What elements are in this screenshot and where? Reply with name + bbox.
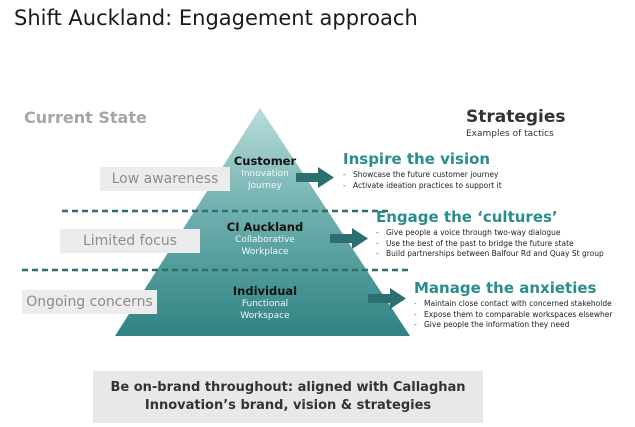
state-box-limited-focus: Limited focus	[60, 229, 200, 253]
arrow-icon	[368, 288, 406, 309]
tactics-list-engage: Give people a voice through two-way dial…	[376, 228, 635, 260]
tactics-list-inspire: Showcase the future customer journey Act…	[343, 170, 633, 191]
tier-label-ci-auckland: CI Auckland Collaborative Workplace	[210, 220, 320, 258]
tactics-list-manage: Maintain close contact with concerned st…	[414, 299, 635, 331]
tactic-item: Use the best of the past to bridge the f…	[376, 239, 635, 250]
tier-subtitle: Functional	[241, 299, 289, 309]
tactic-item: Activate ideation practices to support i…	[343, 181, 633, 192]
tier-title: Individual	[232, 284, 298, 298]
state-box-ongoing-concerns: Ongoing concerns	[22, 290, 157, 314]
tactic-item: Expose them to comparable workspaces els…	[414, 310, 635, 321]
tier-label-individual: Individual Functional Workspace	[210, 284, 320, 322]
tier-label-customer: Customer Innovation Journey	[210, 154, 320, 192]
tactic-item: Maintain close contact with concerned st…	[414, 299, 635, 310]
footer-line: Innovation’s brand, vision & strategies	[144, 398, 432, 413]
current-state-heading: Current State	[24, 108, 147, 127]
tier-title: Customer	[233, 154, 297, 168]
arrow-icon	[330, 228, 368, 249]
strategies-heading: Strategies	[466, 107, 566, 127]
tier-subtitle: Workspace	[240, 311, 290, 321]
tier-subtitle: Journey	[248, 181, 282, 191]
pyramid-shape	[115, 108, 410, 336]
state-box-low-awareness: Low awareness	[100, 167, 230, 191]
tactic-item: Give people the information they need	[414, 320, 635, 331]
strategy-engage-cultures: Engage the ‘cultures’	[376, 208, 558, 226]
tier-subtitle: Innovation	[241, 169, 289, 179]
tier-subtitle: Workplace	[241, 247, 289, 257]
arrow-icon	[296, 167, 334, 188]
strategy-manage-anxieties: Manage the anxieties	[414, 279, 597, 297]
footer-banner: Be on-brand throughout: aligned with Cal…	[93, 371, 483, 423]
tactic-item: Give people a voice through two-way dial…	[376, 228, 635, 239]
tier-subtitle: Collaborative	[235, 235, 295, 245]
tactic-item: Showcase the future customer journey	[343, 170, 633, 181]
footer-line: Be on-brand throughout: aligned with Cal…	[110, 380, 466, 395]
page-title: Shift Auckland: Engagement approach	[14, 6, 418, 30]
tier-title: CI Auckland	[226, 220, 304, 234]
tactic-item: Build partnerships between Balfour Rd an…	[376, 249, 635, 260]
strategy-inspire-vision: Inspire the vision	[343, 150, 491, 168]
strategies-subheading: Examples of tactics	[466, 129, 554, 139]
